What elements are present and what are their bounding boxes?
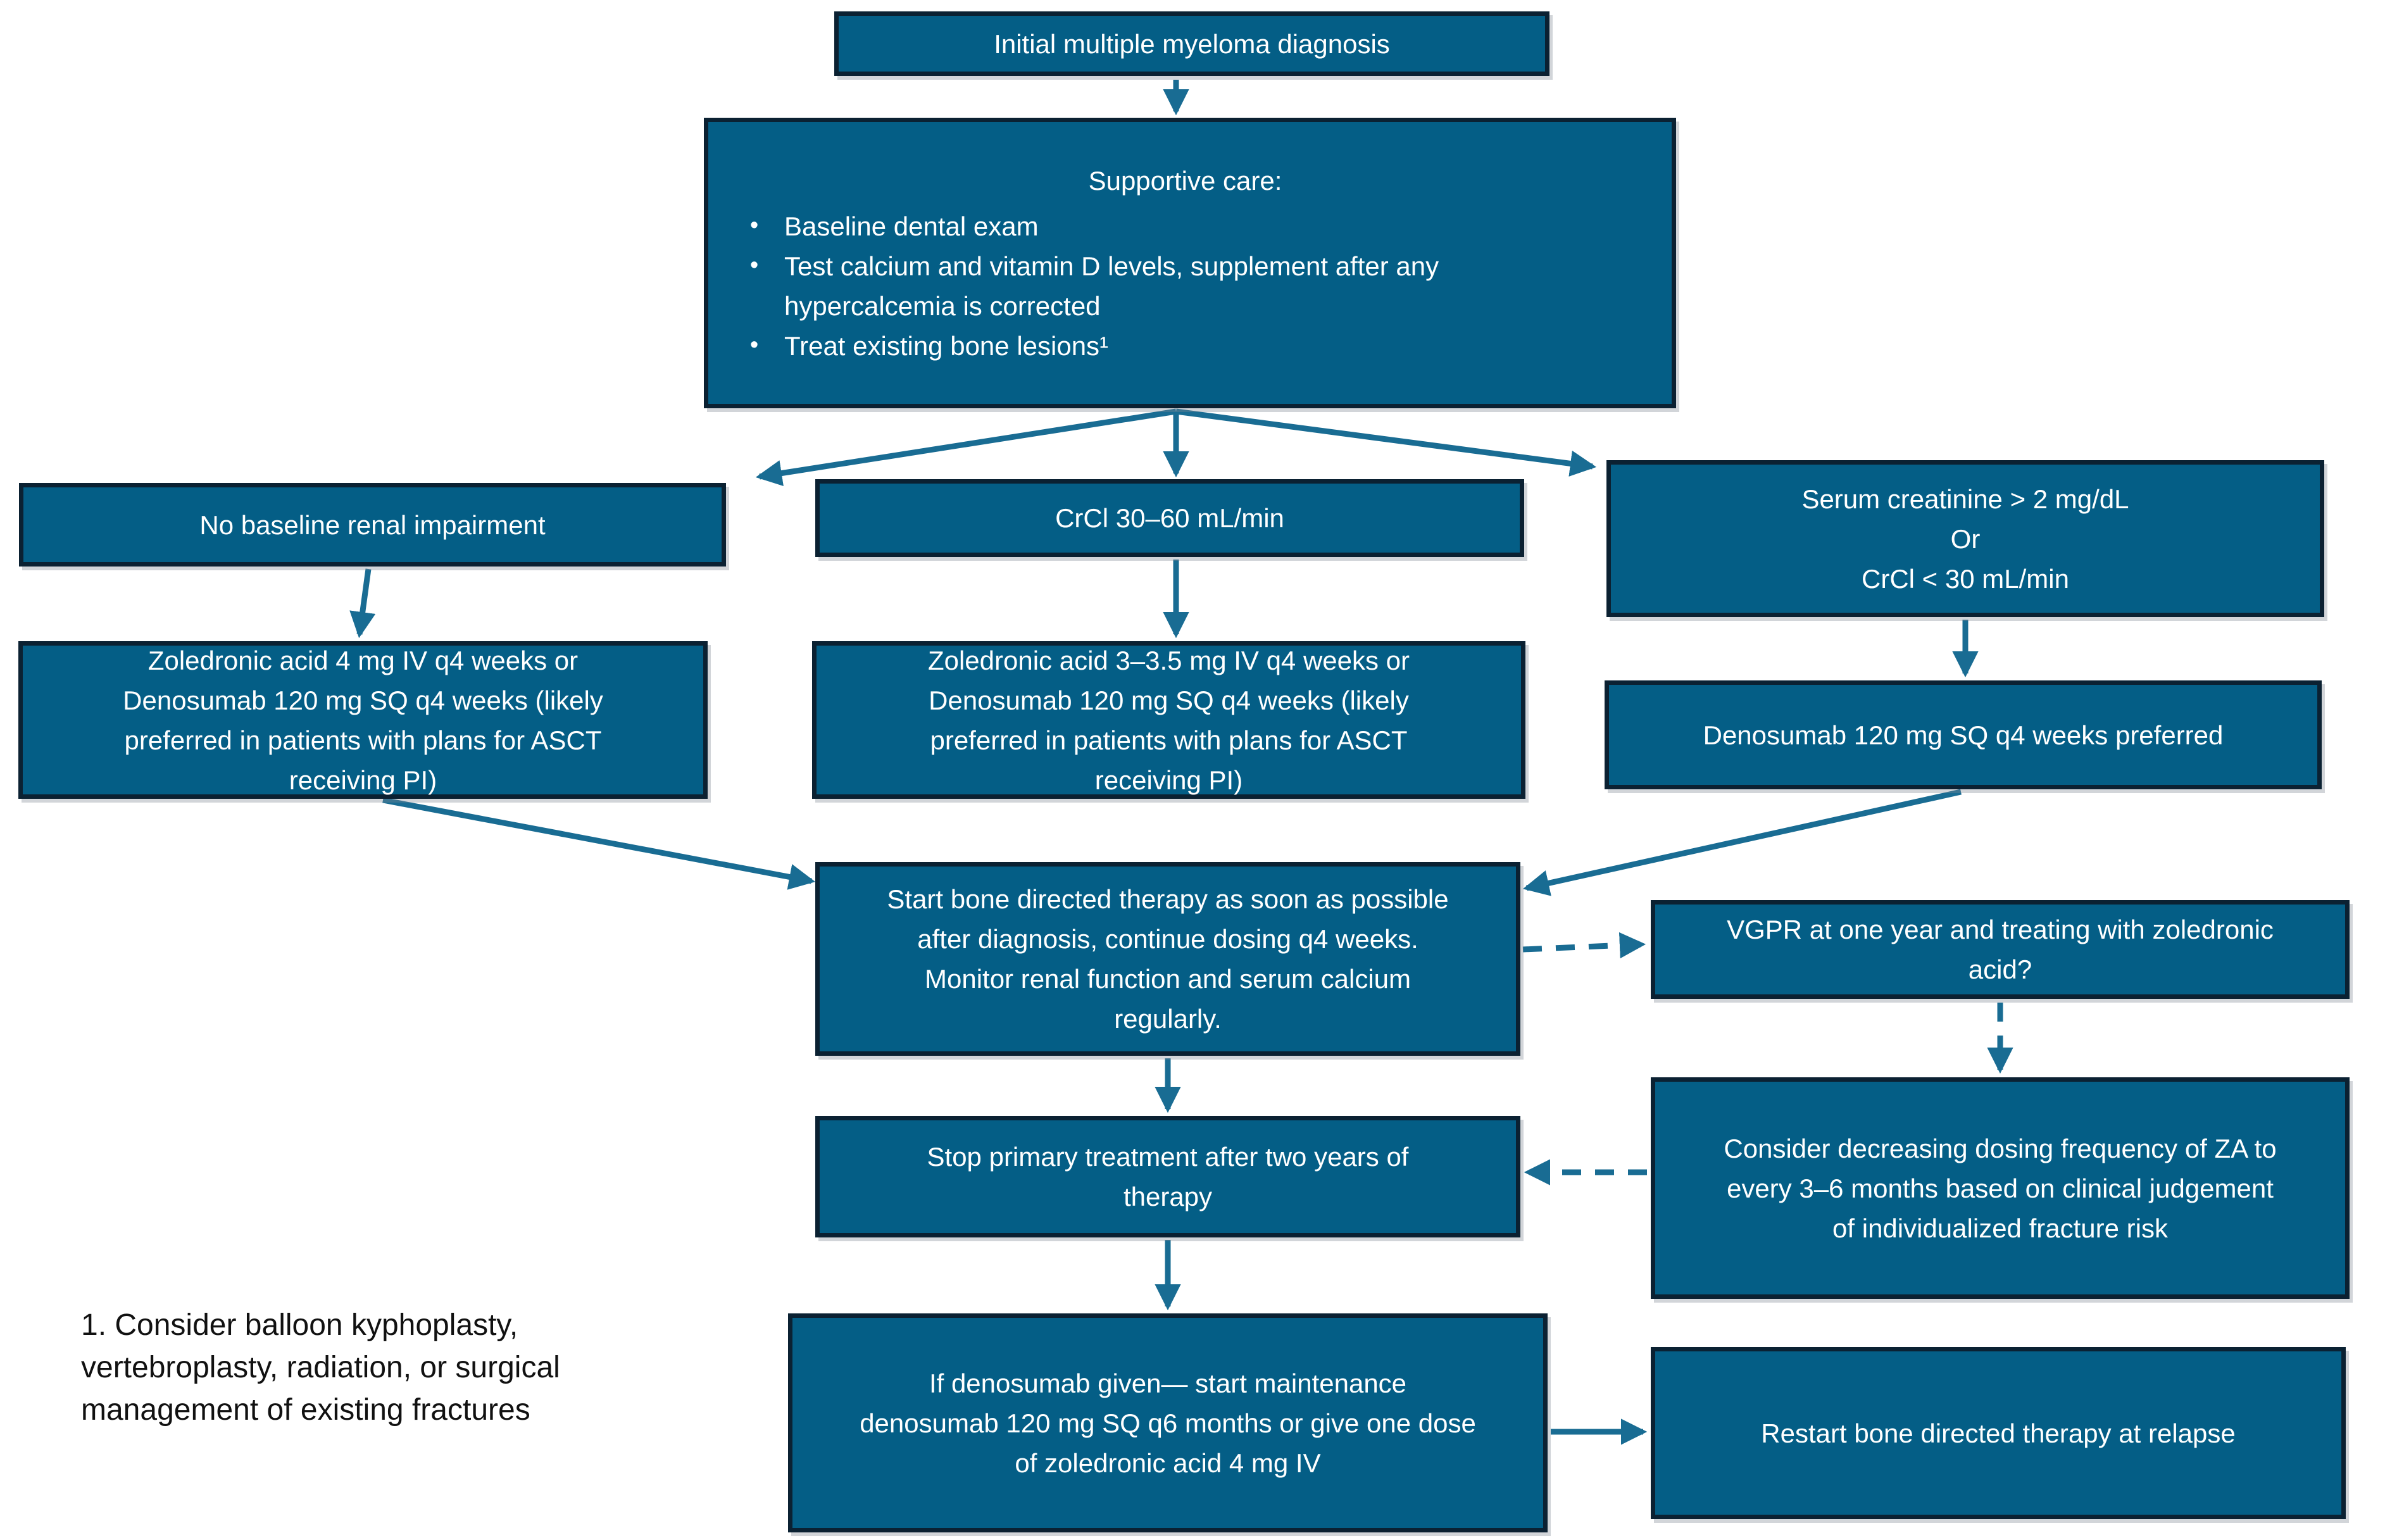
node-vgpr-question-label: VGPR at one year and treating with zoled…	[1727, 915, 2274, 984]
supportive-care-title: Supportive care:	[1088, 165, 1282, 196]
node-stop-primary-treatment: Stop primary treatment after two years o…	[815, 1116, 1520, 1237]
node-zoledronic-acid-3-3-5mg-label: Zoledronic acid 3–3.5 mg IV q4 weeks or …	[927, 645, 1410, 795]
node-zoledronic-acid-4mg-label: Zoledronic acid 4 mg IV q4 weeks or Deno…	[123, 645, 603, 795]
node-stop-primary-treatment-label: Stop primary treatment after two years o…	[927, 1142, 1409, 1211]
arrow-no-renal-to-zoledronic4	[349, 568, 376, 639]
node-serum-creatinine-or-crcl-under-30: Serum creatinine > 2 mg/dL Or CrCl < 30 …	[1606, 460, 2324, 617]
node-crcl-30-60-label: CrCl 30–60 mL/min	[1055, 503, 1284, 533]
arrow-zoledronic4-to-start	[382, 797, 816, 890]
supportive-bullet-calcium-label: Test calcium and vitamin D levels, suppl…	[784, 251, 1439, 322]
node-no-baseline-renal-impairment: No baseline renal impairment	[19, 483, 726, 567]
bullet-icon: •	[749, 252, 759, 279]
node-restart-therapy-at-relapse-label: Restart bone directed therapy at relapse	[1761, 1418, 2236, 1448]
supportive-bullet-dental: • Baseline dental exam	[724, 206, 1646, 246]
bullet-icon: •	[749, 212, 759, 239]
node-initial-diagnosis-label: Initial multiple myeloma diagnosis	[994, 28, 1390, 59]
node-zoledronic-acid-3-3-5mg: Zoledronic acid 3–3.5 mg IV q4 weeks or …	[812, 641, 1525, 799]
supportive-bullet-calcium: • Test calcium and vitamin D levels, sup…	[724, 246, 1646, 326]
node-supportive-care: Supportive care: • Baseline dental exam …	[704, 118, 1676, 408]
supportive-bullet-lesions-label: Treat existing bone lesions¹	[784, 331, 1109, 361]
supportive-bullet-lesions: • Treat existing bone lesions¹	[724, 326, 1646, 366]
arrow-supportive-to-no-renal	[755, 408, 1177, 487]
node-vgpr-question: VGPR at one year and treating with zoled…	[1651, 900, 2350, 999]
node-zoledronic-acid-4mg: Zoledronic acid 4 mg IV q4 weeks or Deno…	[18, 641, 708, 799]
node-serum-creatinine-label: Serum creatinine > 2 mg/dL Or CrCl < 30 …	[1801, 484, 2129, 594]
node-no-baseline-renal-impairment-label: No baseline renal impairment	[199, 510, 546, 540]
node-consider-decreasing-za-frequency: Consider decreasing dosing frequency of …	[1651, 1077, 2350, 1299]
arrow-supportive-to-serum	[1175, 408, 1597, 477]
footnote-fracture-management: 1. Consider balloon kyphoplasty, vertebr…	[81, 1308, 560, 1427]
node-if-denosumab-maintenance: If denosumab given— start maintenance de…	[788, 1313, 1548, 1532]
node-denosumab-preferred-label: Denosumab 120 mg SQ q4 weeks preferred	[1703, 720, 2224, 750]
node-restart-therapy-at-relapse: Restart bone directed therapy at relapse	[1651, 1347, 2346, 1519]
node-start-bone-directed-therapy: Start bone directed therapy as soon as p…	[815, 862, 1520, 1056]
node-denosumab-preferred: Denosumab 120 mg SQ q4 weeks preferred	[1605, 680, 2322, 789]
supportive-bullet-dental-label: Baseline dental exam	[784, 211, 1039, 242]
node-start-bone-directed-therapy-label: Start bone directed therapy as soon as p…	[887, 884, 1449, 1034]
dashed-arrow-start-to-vgpr	[1522, 932, 1646, 959]
node-if-denosumab-maintenance-label: If denosumab given— start maintenance de…	[860, 1368, 1476, 1478]
node-crcl-30-60: CrCl 30–60 mL/min	[815, 479, 1524, 557]
arrow-denosumab-preferred-to-start	[1522, 789, 1962, 896]
node-initial-diagnosis: Initial multiple myeloma diagnosis	[834, 11, 1549, 76]
bullet-icon: •	[749, 332, 759, 359]
node-consider-decreasing-za-frequency-label: Consider decreasing dosing frequency of …	[1724, 1133, 2277, 1243]
